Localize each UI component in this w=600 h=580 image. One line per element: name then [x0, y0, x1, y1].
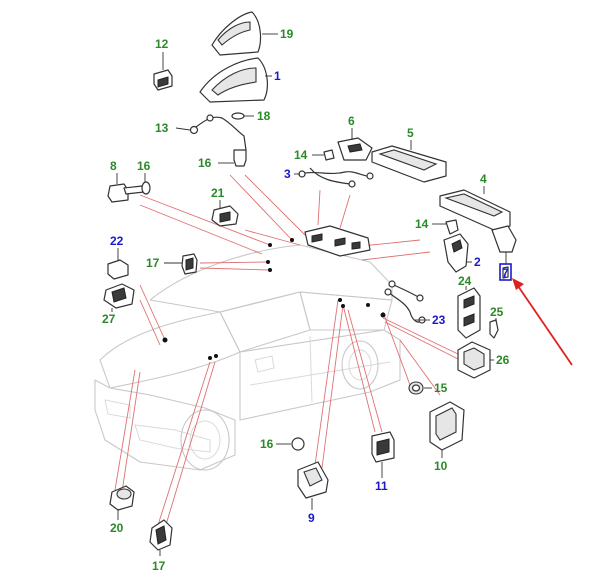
bracket-24-part [457, 286, 481, 339]
antenna-base-part [199, 57, 272, 103]
harness-23-part [384, 280, 430, 324]
module-22-part [107, 248, 129, 280]
callout-15: 15 [434, 381, 448, 395]
callout-11: 11 [375, 479, 388, 493]
callout-6: 6 [348, 114, 355, 128]
shark-fin-antenna-part [211, 11, 278, 56]
sensor-21-part [211, 200, 239, 227]
sensor-20-part [109, 485, 135, 520]
screw-25-part [489, 318, 499, 339]
callout-25: 25 [490, 305, 504, 319]
callout-3: 3 [284, 167, 291, 181]
callout-21: 21 [211, 186, 225, 200]
callout-27: 27 [102, 312, 116, 326]
callout-14-right: 14 [415, 217, 429, 231]
bracket-27-part [103, 283, 135, 312]
callout-8: 8 [110, 159, 117, 173]
callout-labels: 19 1 12 13 18 16 8 16 21 22 17 27 6 5 14… [102, 27, 510, 573]
callout-26: 26 [496, 353, 510, 367]
panel-5-part [371, 140, 447, 183]
callout-22: 22 [110, 234, 124, 248]
callout-24: 24 [458, 274, 472, 288]
callout-4: 4 [480, 172, 487, 186]
bracket-2-part [443, 233, 472, 273]
sensor-17-mid-part [164, 253, 198, 275]
callout-10: 10 [434, 459, 448, 473]
callout-23: 23 [432, 313, 446, 327]
module-12-part [153, 52, 173, 91]
clip-14-upper-part [432, 219, 459, 235]
module-11-part [371, 431, 395, 478]
callout-18: 18 [257, 109, 271, 123]
module-26-part [457, 341, 494, 379]
callout-17-bottom: 17 [152, 559, 166, 573]
callout-7: 7 [502, 266, 509, 280]
panel-6-part [337, 128, 373, 161]
pointer-arrow [512, 278, 573, 366]
callout-19: 19 [280, 27, 294, 41]
callout-12: 12 [155, 37, 169, 51]
callout-13: 13 [155, 121, 169, 135]
sensor-17-bottom-part [149, 519, 173, 556]
plug-16-top-part [218, 149, 247, 167]
camera-8-part [107, 173, 151, 203]
module-10-part [429, 401, 465, 458]
callout-20: 20 [110, 521, 124, 535]
callout-9: 9 [308, 511, 315, 525]
callout-2: 2 [474, 255, 481, 269]
panel-4-part [439, 186, 517, 253]
callout-5: 5 [407, 126, 414, 140]
antenna-cable-part [175, 112, 254, 151]
plug-16-bottom-part [276, 437, 305, 451]
callout-16-bottom: 16 [260, 437, 274, 451]
callout-14-left: 14 [294, 148, 308, 162]
sensor-lines [114, 174, 461, 529]
callout-17-mid: 17 [146, 256, 160, 270]
callout-16-left: 16 [137, 159, 151, 173]
vehicle-outline [94, 244, 401, 471]
callout-16-top: 16 [198, 156, 212, 170]
grommet-15-part [408, 381, 432, 395]
sensor-points [162, 238, 386, 360]
callout-1: 1 [274, 69, 281, 83]
harness-3-part [294, 167, 374, 188]
roof-console [304, 225, 371, 257]
module-9-part [297, 461, 329, 510]
clip-14-left-part [312, 149, 335, 161]
highlighted-part-7 [499, 252, 512, 281]
